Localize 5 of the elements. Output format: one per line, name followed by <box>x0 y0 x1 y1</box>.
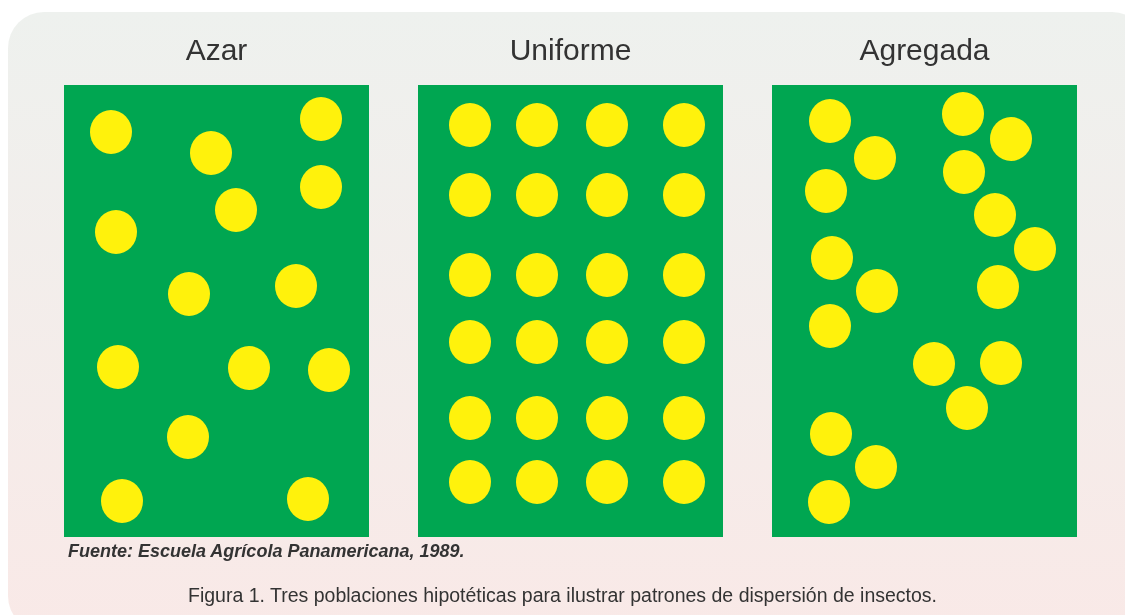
panel-heading: Agregada <box>858 32 991 68</box>
panel-heading: Azar <box>184 32 249 68</box>
figure-caption: Figura 1. Tres poblaciones hipotéticas para ilustrar patrones de dispersión de insectos. <box>187 584 938 607</box>
source-note: Fuente: Escuela Agrícola Panamericana, 1989. <box>68 541 465 562</box>
panel-heading: Uniforme <box>508 32 633 68</box>
